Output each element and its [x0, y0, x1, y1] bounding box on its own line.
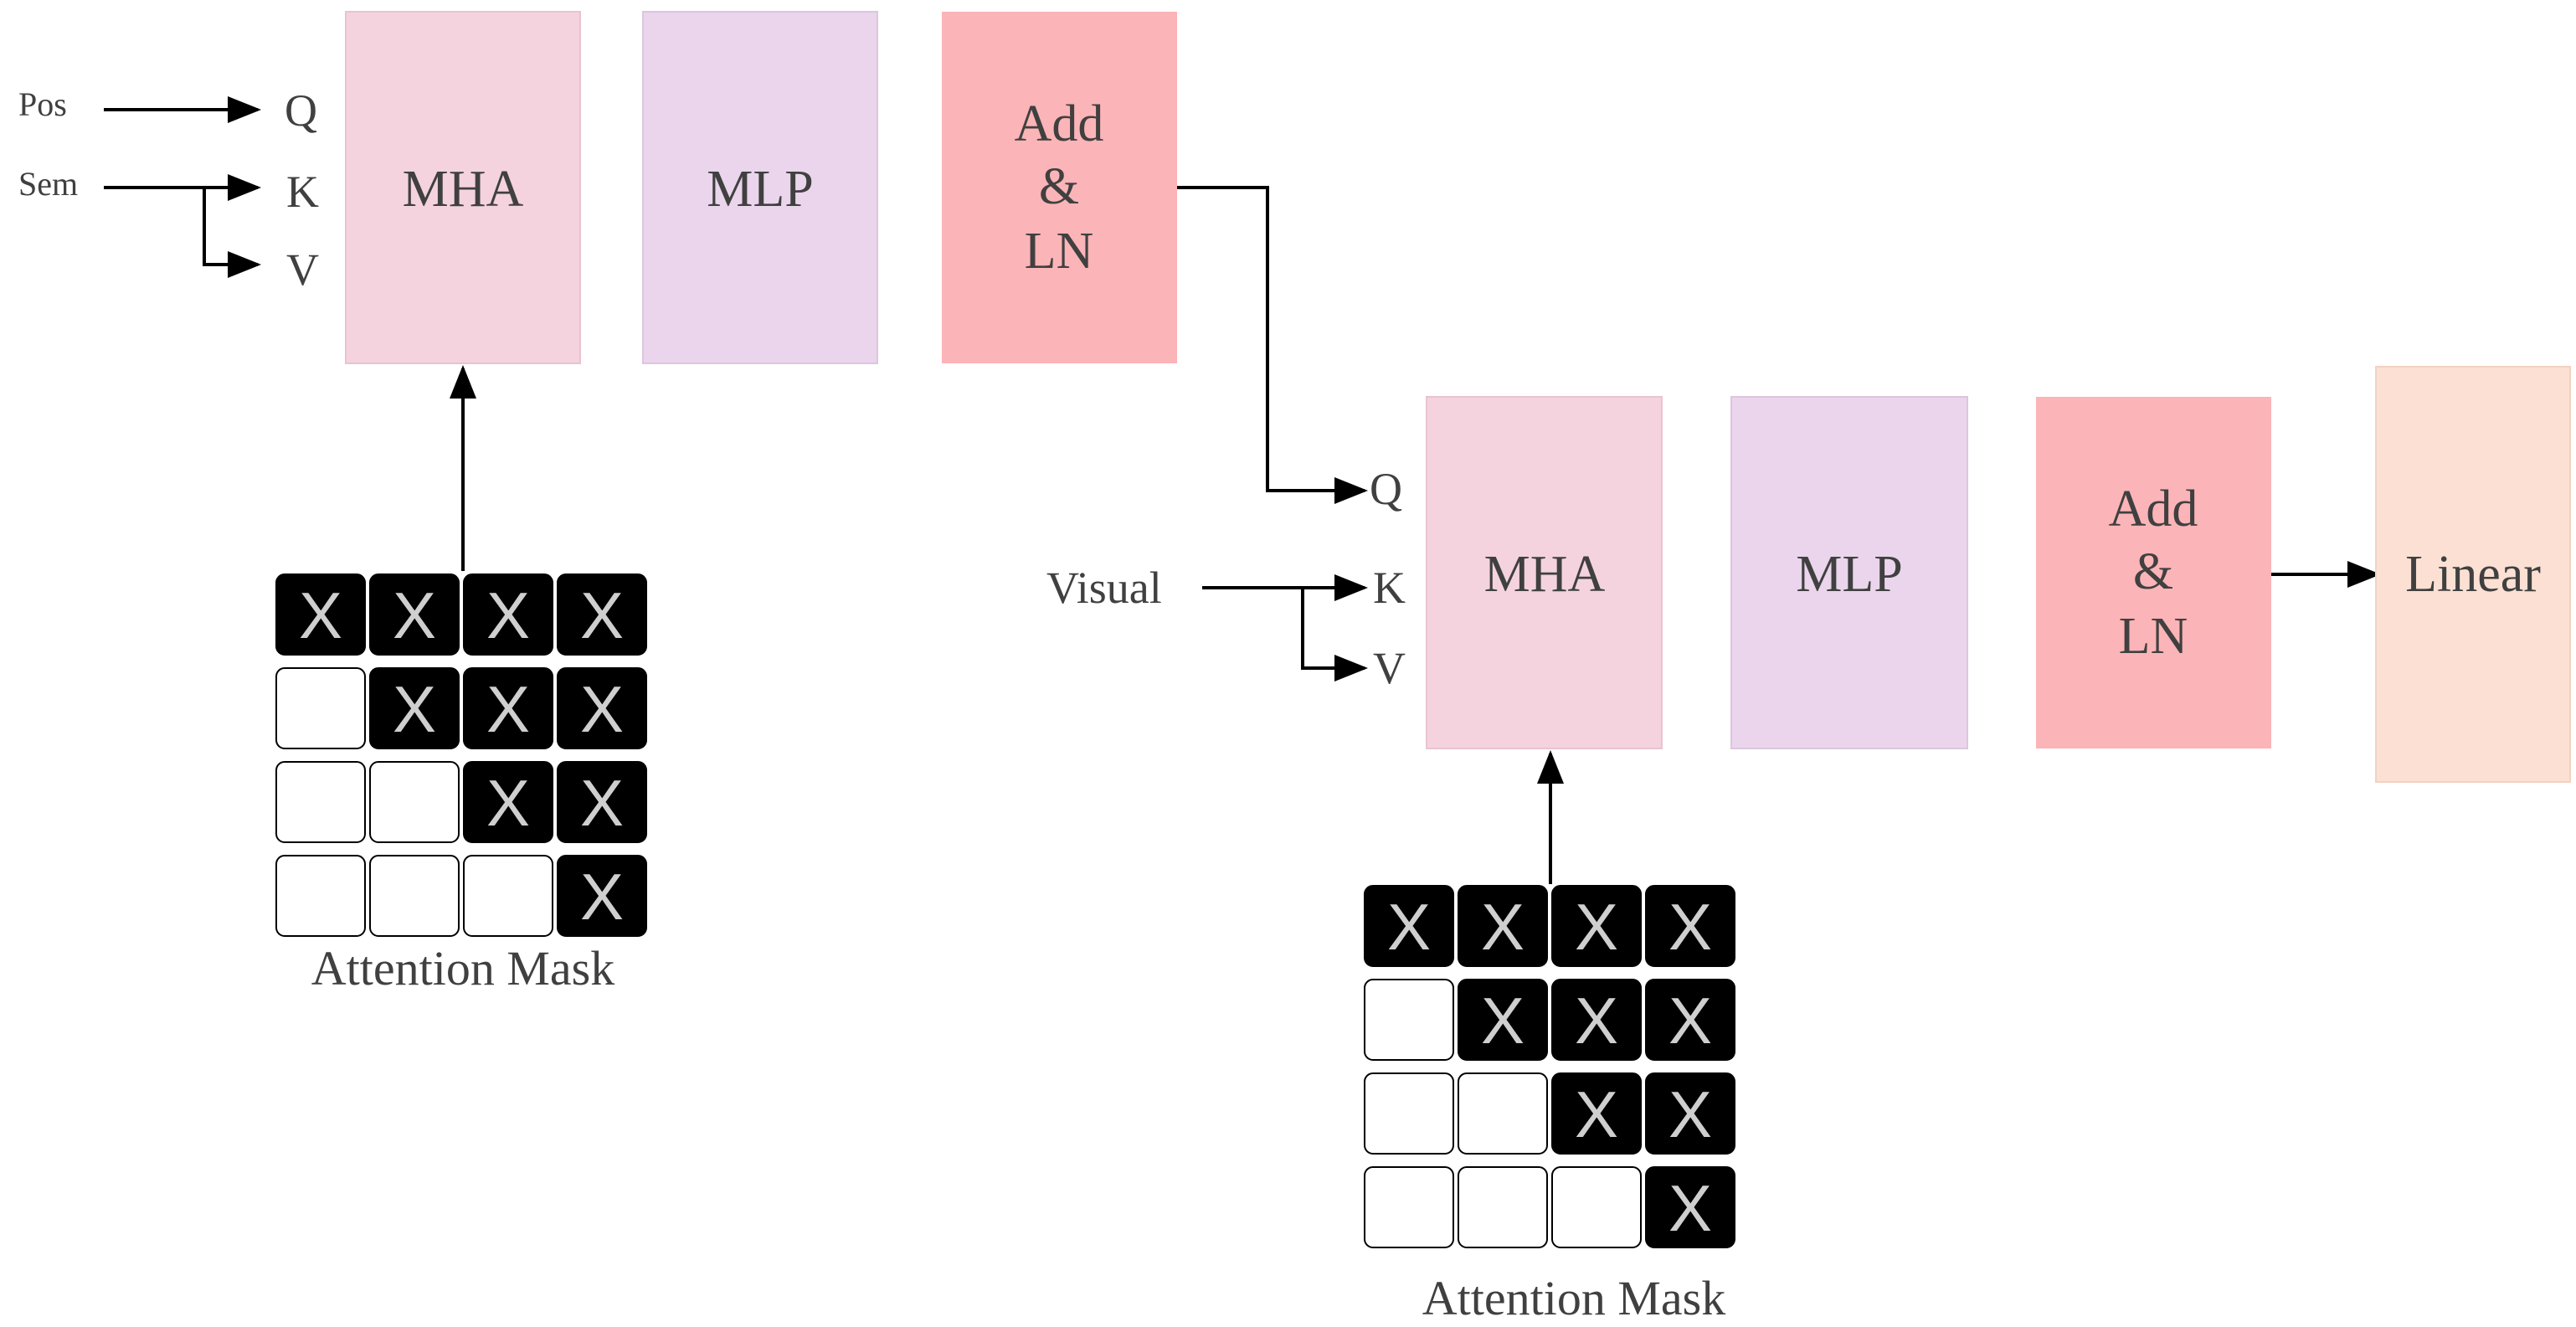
mlp-box — [642, 11, 878, 364]
visual-input-label: Visual — [1046, 563, 1162, 613]
mask-cell-masked — [1364, 885, 1454, 967]
mask-cell-open — [369, 855, 460, 937]
attention-mask-caption: Attention Mask — [311, 941, 614, 995]
add-ln-label-ln: LN — [2119, 608, 2188, 665]
mha-box — [345, 11, 581, 364]
mask-cell-open — [369, 761, 460, 843]
add-ln-label-add: Add — [2109, 481, 2198, 537]
mask-cell-open — [1364, 979, 1454, 1061]
mask-cell-masked — [1458, 979, 1548, 1061]
mask-cell-x-symbol: X — [1668, 890, 1712, 964]
port-v-label: V — [286, 244, 319, 295]
mask-cell-masked — [557, 667, 647, 749]
mask-cell-x-symbol: X — [580, 579, 624, 652]
mask-cell-x-symbol: X — [580, 672, 624, 746]
attention-mask-caption: Attention Mask — [1422, 1271, 1725, 1325]
mask-cell-x-symbol: X — [486, 672, 530, 746]
add-ln-label-ln: LN — [1025, 223, 1094, 280]
port-q-label: Q — [1370, 464, 1402, 514]
mask-cell-masked — [1551, 1072, 1642, 1155]
mask-cell-x-symbol: X — [1668, 1078, 1712, 1151]
mlp-label: MLP — [707, 161, 813, 218]
mask-cell-x-symbol: X — [486, 579, 530, 652]
add-ln-to-q-arrow — [1177, 186, 1368, 504]
mask-cell-open — [275, 761, 366, 843]
mask-cell-x-symbol: X — [1668, 984, 1712, 1057]
port-v-label: V — [1373, 643, 1406, 693]
linear-box — [2375, 366, 2571, 783]
mask-cell-masked — [1645, 1072, 1735, 1155]
mha-box — [1426, 396, 1663, 749]
mask-cell-open — [275, 667, 366, 749]
linear-block: Linear — [2375, 366, 2571, 783]
mask-cell-masked — [557, 761, 647, 843]
sem-to-v-arrow — [203, 188, 261, 278]
mask-cell-open — [275, 855, 366, 937]
mlp-label: MLP — [1796, 546, 1902, 603]
add-ln-label-add: Add — [1015, 95, 1104, 152]
mask-cell-x-symbol: X — [299, 579, 342, 652]
add-ln-box — [942, 12, 1177, 363]
mask-cell-masked — [1645, 1166, 1735, 1248]
sem-input-label: Sem — [18, 165, 78, 203]
mask-cell-masked — [1645, 979, 1735, 1061]
mask-cell-x-symbol: X — [1575, 984, 1618, 1057]
visual-to-v-arrow — [1301, 588, 1368, 682]
mask-cell-x-symbol: X — [393, 672, 436, 746]
mask-cell-x-symbol: X — [1668, 1171, 1712, 1245]
port-k-label: K — [286, 167, 319, 217]
add-ln-box — [2036, 397, 2271, 748]
mask-cell-x-symbol: X — [393, 579, 436, 652]
mask-cell-x-symbol: X — [1481, 890, 1525, 964]
add-ln-label-amp: & — [1039, 158, 1079, 215]
mask-cell-x-symbol: X — [580, 766, 624, 840]
mask-cell-open — [1364, 1072, 1454, 1155]
mask-cell-masked — [1458, 885, 1548, 967]
mask-cell-masked — [275, 573, 366, 656]
mask-cell-open — [1458, 1072, 1548, 1155]
port-k-label: K — [1373, 563, 1406, 613]
mha-label: MHA — [403, 161, 524, 218]
mask-cell-masked — [1551, 885, 1642, 967]
mask-cell-x-symbol: X — [1387, 890, 1431, 964]
mask-cell-masked — [557, 855, 647, 937]
mask-cell-x-symbol: X — [1481, 984, 1525, 1057]
mask-cell-masked — [557, 573, 647, 656]
mask-cell-masked — [369, 573, 460, 656]
mask-cell-masked — [463, 573, 553, 656]
mask-cell-masked — [463, 761, 553, 843]
mask-cell-x-symbol: X — [580, 860, 624, 934]
mask-cell-open — [463, 855, 553, 937]
port-q-label: Q — [285, 85, 317, 136]
mask-cell-x-symbol: X — [486, 766, 530, 840]
mask-cell-masked — [463, 667, 553, 749]
mask-cell-masked — [369, 667, 460, 749]
mask-cell-open — [1458, 1166, 1548, 1248]
mha-label: MHA — [1484, 546, 1606, 603]
mask-cell-open — [1551, 1166, 1642, 1248]
mask-cell-x-symbol: X — [1575, 890, 1618, 964]
mask-cell-masked — [1645, 885, 1735, 967]
mask-cell-x-symbol: X — [1575, 1078, 1618, 1151]
mask-cell-open — [1364, 1166, 1454, 1248]
mask-cell-masked — [1551, 979, 1642, 1061]
mlp-box — [1730, 396, 1968, 749]
linear-label: Linear — [2405, 546, 2541, 603]
pos-input-label: Pos — [18, 85, 67, 123]
add-ln-label-amp: & — [2133, 543, 2173, 600]
